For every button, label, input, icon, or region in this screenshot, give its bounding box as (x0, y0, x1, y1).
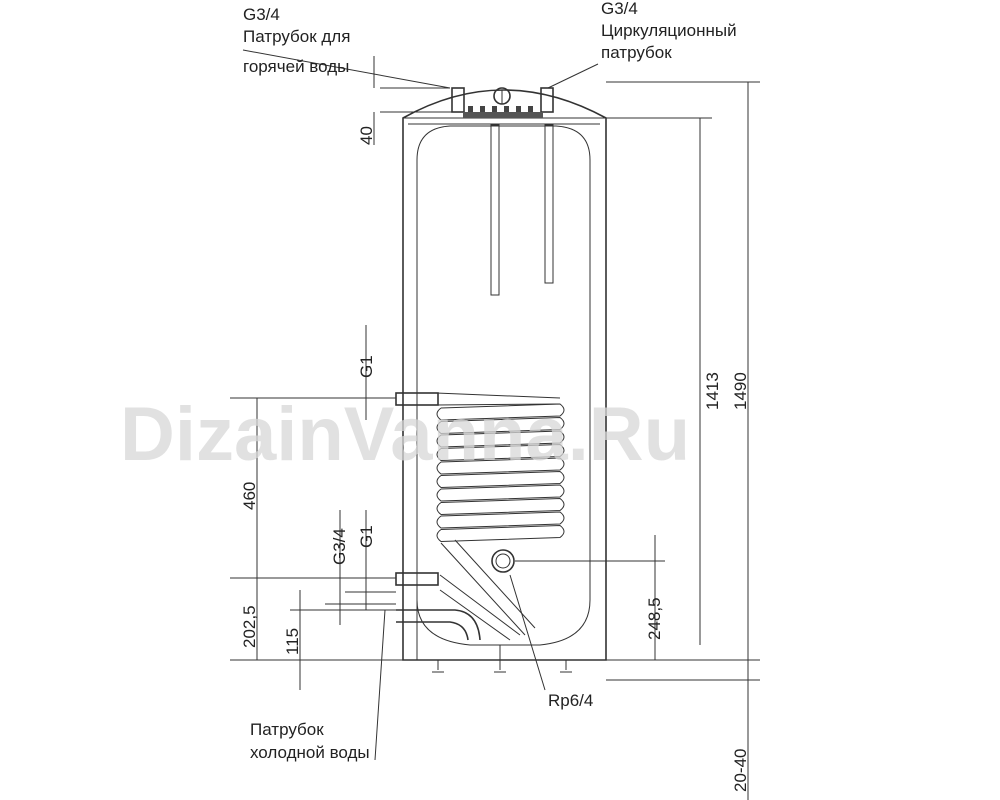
dim-top-offset: 40 (357, 126, 376, 145)
coil-loop (436, 511, 565, 529)
circ-thread-label: G3/4 (601, 0, 638, 18)
coil-loop (436, 470, 565, 489)
coil-loop (436, 416, 565, 435)
coil-loop (436, 524, 565, 543)
coil-loop (436, 430, 565, 448)
cold-thread: G3/4 (330, 528, 349, 565)
hot-label-line1: Патрубок для (243, 27, 350, 46)
cold-label-line1: Патрубок (250, 720, 324, 739)
coil-loop (436, 484, 565, 502)
dim-coil-bottom: 202,5 (240, 605, 259, 648)
flange-label: Rp6/4 (548, 691, 593, 710)
side-pipes (395, 392, 521, 641)
dim-flange-height: 248,5 (645, 597, 664, 640)
coil-bottom-thread: G1 (357, 525, 376, 548)
coil-loop (436, 443, 565, 462)
dim-coil-height: 460 (240, 482, 259, 510)
feet (432, 645, 572, 673)
cold-label-line2: холодной воды (250, 743, 370, 762)
coil-loop (436, 457, 565, 475)
heating-coil (435, 392, 565, 636)
dimension-lines (230, 49, 760, 800)
hot-thread-label: G3/4 (243, 5, 280, 24)
coil-return (435, 392, 561, 636)
hot-label-line2: горячей воды (243, 57, 349, 76)
dim-total-height: 1490 (731, 372, 750, 410)
coil-loop (436, 497, 565, 516)
dim-cold-inlet: 115 (283, 628, 302, 655)
dim-feet: 20-40 (731, 749, 750, 792)
coil-loop (436, 403, 565, 421)
dim-tank-height: 1413 (703, 372, 722, 410)
top-fittings (451, 87, 554, 296)
watermark: DizainVanna.Ru (120, 392, 690, 477)
coil-top-thread: G1 (357, 355, 376, 378)
circ-label-line1: Циркуляционный (601, 21, 737, 40)
boiler-casing (402, 89, 607, 661)
circ-label-line2: патрубок (601, 43, 672, 62)
